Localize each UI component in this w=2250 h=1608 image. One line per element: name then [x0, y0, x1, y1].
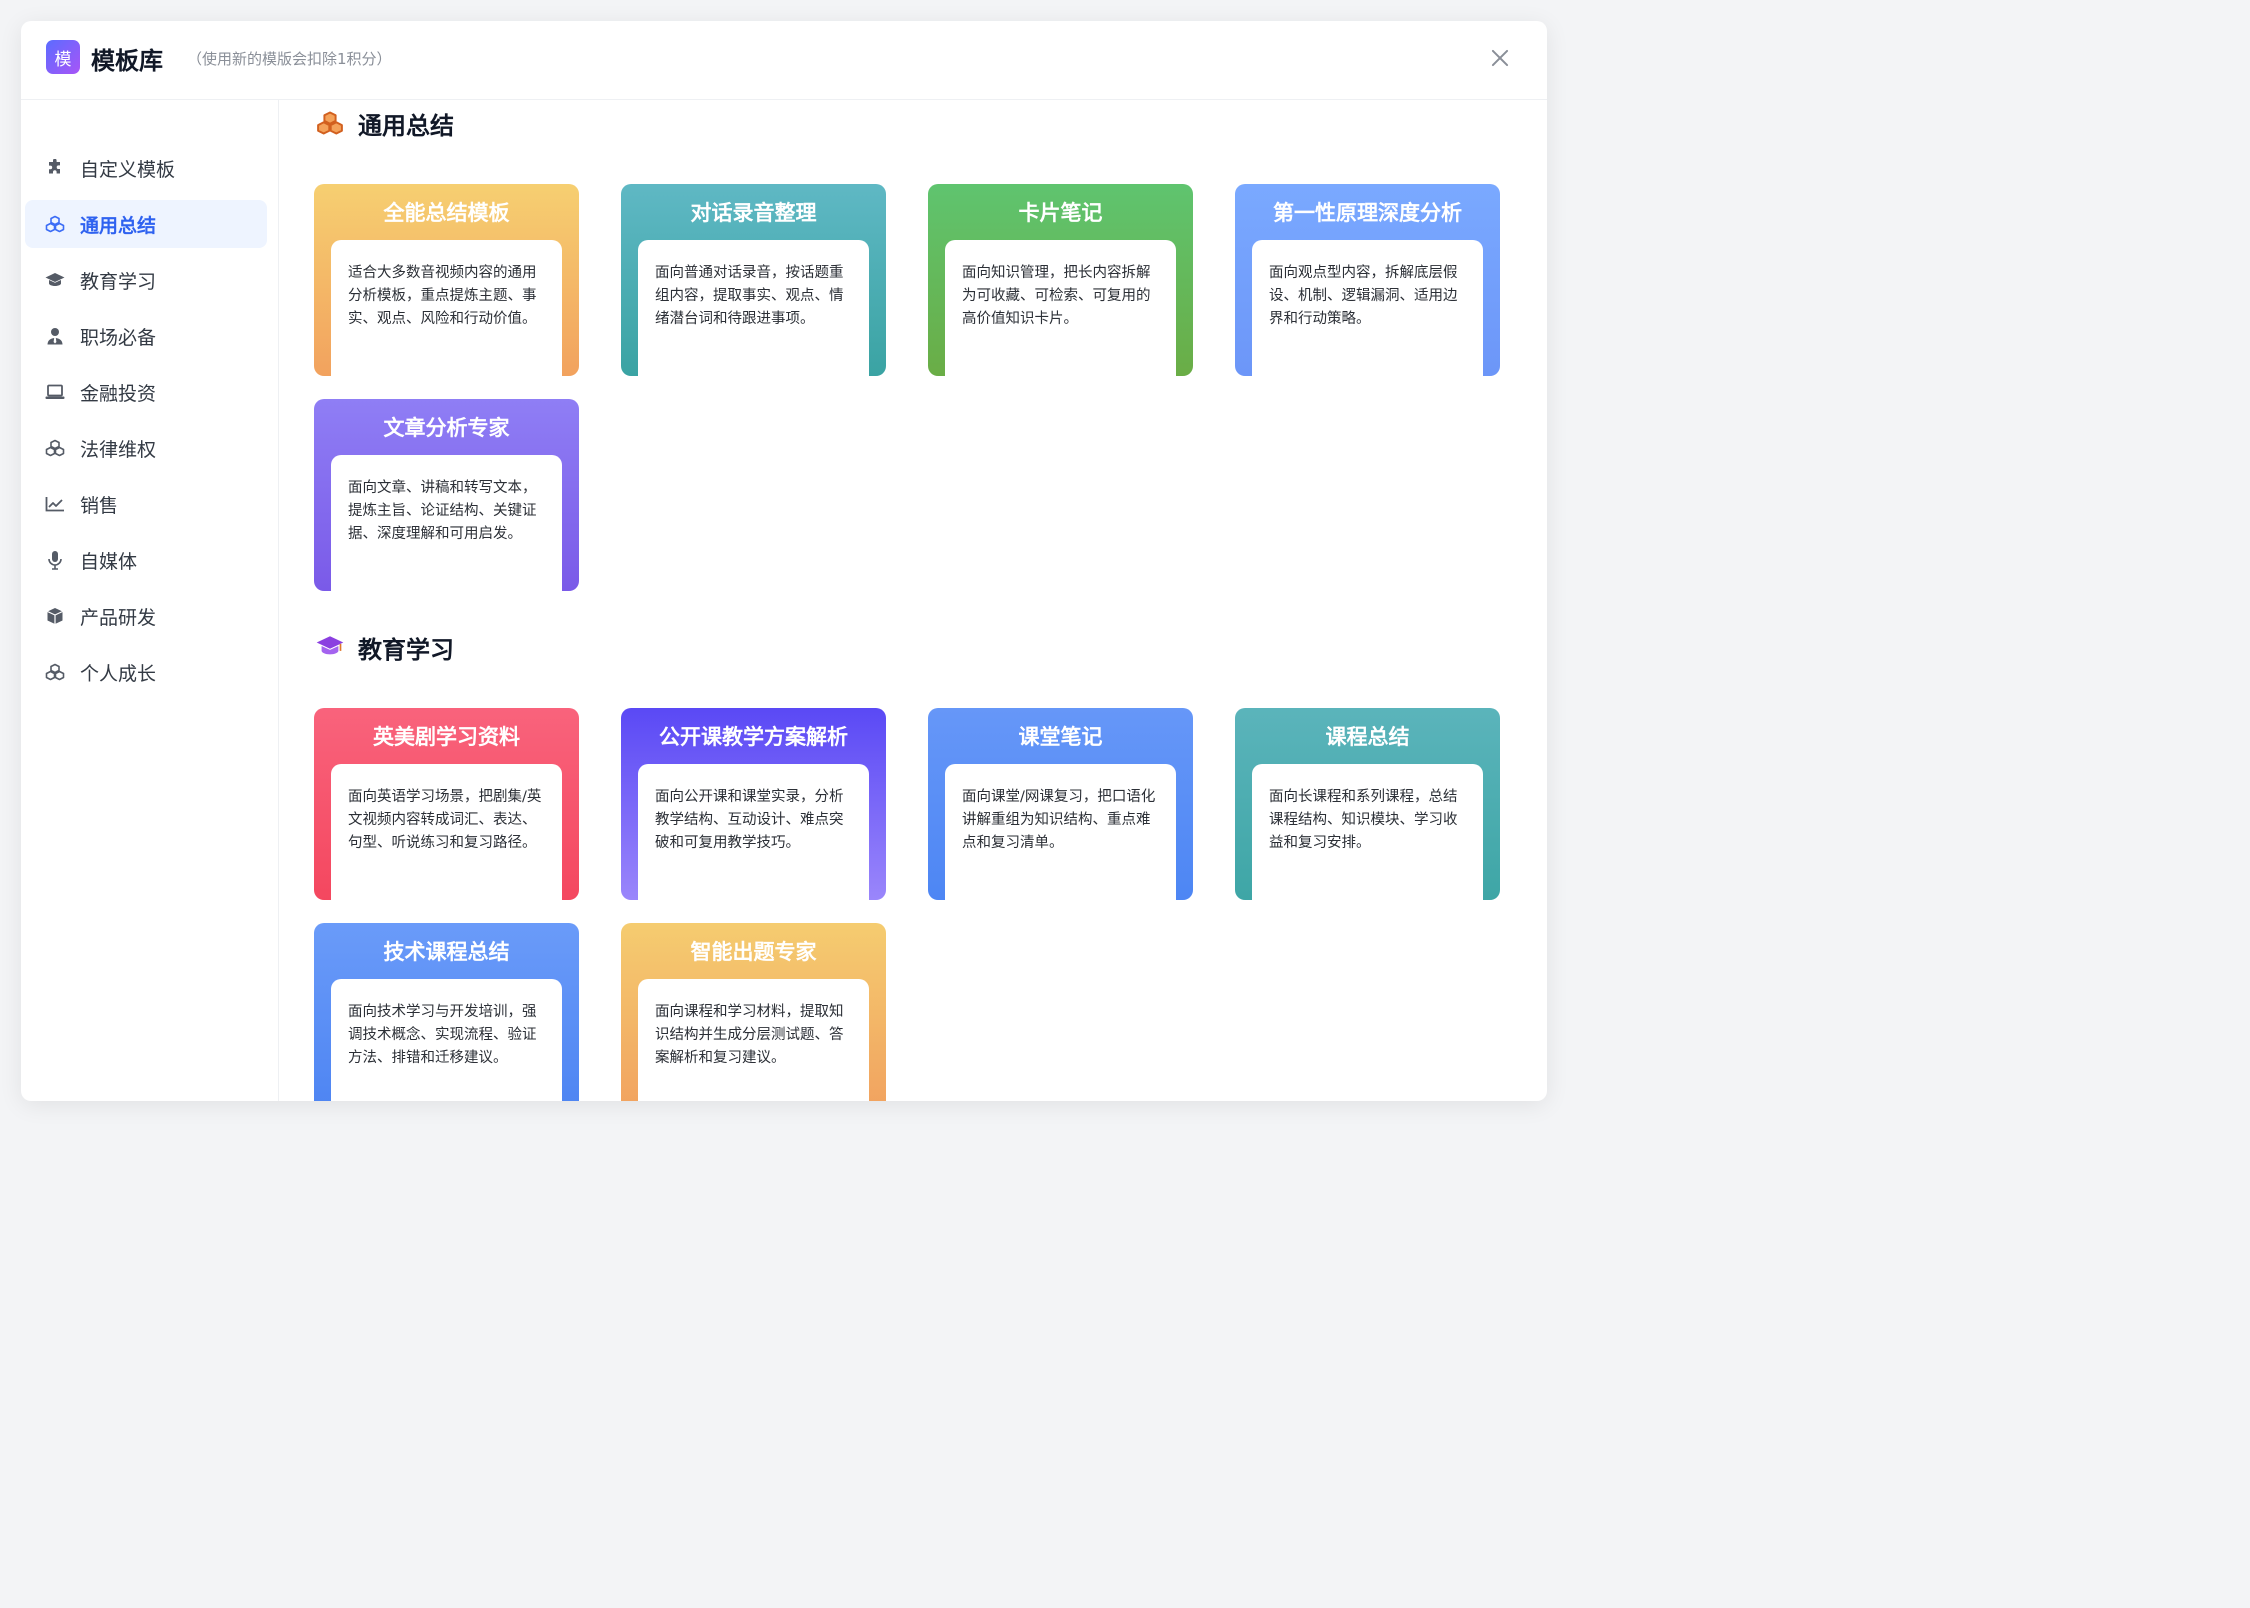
template-card[interactable]: 文章分析专家 面向文章、讲稿和转写文本，提炼主旨、论证结构、关键证据、深度理解和…: [314, 399, 579, 591]
card-description: 面向技术学习与开发培训，强调技术概念、实现流程、验证方法、排错和迁移建议。: [331, 979, 562, 1101]
card-description: 适合大多数音视频内容的通用分析模板，重点提炼主题、事实、观点、风险和行动价值。: [331, 240, 562, 376]
sidebar-item-label: 销售: [80, 494, 119, 517]
section-title-general: 通用总结: [316, 106, 454, 141]
logo-icon: 模: [46, 40, 80, 74]
section-title-education: 教育学习: [316, 630, 454, 665]
template-card[interactable]: 智能出题专家 面向课程和学习材料，提取知识结构并生成分层测试题、答案解析和复习建…: [621, 923, 886, 1101]
sidebar-item-product[interactable]: 产品研发: [25, 592, 267, 640]
card-description: 面向长课程和系列课程，总结课程结构、知识模块、学习收益和复习安排。: [1252, 764, 1483, 900]
sidebar-item-label: 法律维权: [80, 438, 157, 461]
sidebar-item-label: 金融投资: [80, 382, 157, 405]
sidebar-item-sales[interactable]: 销售: [25, 480, 267, 528]
graduation-cap-icon: [45, 270, 65, 290]
sidebar-item-finance[interactable]: 金融投资: [25, 368, 267, 416]
sidebar-item-label: 产品研发: [80, 606, 157, 629]
modal-header: 模 模板库 （使用新的模版会扣除1积分）: [21, 21, 1547, 100]
sidebar-item-custom[interactable]: 自定义模板: [25, 144, 267, 192]
template-card[interactable]: 全能总结模板 适合大多数音视频内容的通用分析模板，重点提炼主题、事实、观点、风险…: [314, 184, 579, 376]
template-card[interactable]: 第一性原理深度分析 面向观点型内容，拆解底层假设、机制、逻辑漏洞、适用边界和行动…: [1235, 184, 1500, 376]
card-description: 面向课程和学习材料，提取知识结构并生成分层测试题、答案解析和复习建议。: [638, 979, 869, 1101]
sidebar-item-label: 教育学习: [80, 270, 157, 293]
cubes-icon: [316, 110, 344, 138]
card-description: 面向公开课和课堂实录，分析教学结构、互动设计、难点突破和可复用教学技巧。: [638, 764, 869, 900]
cubes-icon: [45, 214, 65, 234]
card-title: 文章分析专家: [383, 416, 510, 440]
card-title: 英美剧学习资料: [373, 725, 520, 749]
template-library-modal: 模 模板库 （使用新的模版会扣除1积分） 自定义模板 通用总结 教育学习: [21, 21, 1547, 1101]
graduation-cap-icon: [316, 634, 344, 662]
laptop-icon: [45, 382, 65, 402]
template-card[interactable]: 课程总结 面向长课程和系列课程，总结课程结构、知识模块、学习收益和复习安排。: [1235, 708, 1500, 900]
sidebar-item-label: 个人成长: [80, 662, 157, 685]
sidebar-item-label: 自定义模板: [80, 158, 176, 181]
sidebar-item-label: 通用总结: [80, 214, 157, 237]
puzzle-icon: [45, 158, 65, 178]
microphone-icon: [45, 550, 65, 570]
modal-title: 模板库: [91, 47, 163, 75]
close-icon[interactable]: [1485, 43, 1515, 73]
sidebar-item-label: 职场必备: [80, 326, 157, 349]
cubes-icon: [45, 662, 65, 682]
template-content: 通用总结 全能总结模板 适合大多数音视频内容的通用分析模板，重点提炼主题、事实、…: [280, 100, 1547, 1101]
card-title: 技术课程总结: [383, 940, 510, 964]
card-title: 卡片笔记: [1018, 201, 1103, 225]
template-card[interactable]: 英美剧学习资料 面向英语学习场景，把剧集/英文视频内容转成词汇、表达、句型、听说…: [314, 708, 579, 900]
sidebar-item-label: 自媒体: [80, 550, 138, 573]
card-description: 面向文章、讲稿和转写文本，提炼主旨、论证结构、关键证据、深度理解和可用启发。: [331, 455, 562, 591]
cube-icon: [45, 606, 65, 626]
chart-line-icon: [45, 494, 65, 514]
card-title: 公开课教学方案解析: [659, 725, 848, 749]
sidebar-item-workplace[interactable]: 职场必备: [25, 312, 267, 360]
template-card[interactable]: 课堂笔记 面向课堂/网课复习，把口语化讲解重组为知识结构、重点难点和复习清单。: [928, 708, 1193, 900]
template-card[interactable]: 卡片笔记 面向知识管理，把长内容拆解为可收藏、可检索、可复用的高价值知识卡片。: [928, 184, 1193, 376]
cubes-icon: [45, 438, 65, 458]
card-description: 面向普通对话录音，按话题重组内容，提取事实、观点、情绪潜台词和待跟进事项。: [638, 240, 869, 376]
section-title-text: 通用总结: [358, 112, 454, 140]
card-title: 全能总结模板: [383, 201, 510, 225]
card-title: 第一性原理深度分析: [1273, 201, 1462, 225]
sidebar-item-education[interactable]: 教育学习: [25, 256, 267, 304]
sidebar-item-legal[interactable]: 法律维权: [25, 424, 267, 472]
section-title-text: 教育学习: [358, 636, 454, 664]
template-card[interactable]: 对话录音整理 面向普通对话录音，按话题重组内容，提取事实、观点、情绪潜台词和待跟…: [621, 184, 886, 376]
card-description: 面向英语学习场景，把剧集/英文视频内容转成词汇、表达、句型、听说练习和复习路径。: [331, 764, 562, 900]
user-tie-icon: [45, 326, 65, 346]
template-card[interactable]: 技术课程总结 面向技术学习与开发培训，强调技术概念、实现流程、验证方法、排错和迁…: [314, 923, 579, 1101]
card-description: 面向课堂/网课复习，把口语化讲解重组为知识结构、重点难点和复习清单。: [945, 764, 1176, 900]
category-sidebar: 自定义模板 通用总结 教育学习 职场必备 金融投资: [21, 100, 279, 1101]
sidebar-item-general[interactable]: 通用总结: [25, 200, 267, 248]
card-description: 面向知识管理，把长内容拆解为可收藏、可检索、可复用的高价值知识卡片。: [945, 240, 1176, 376]
card-title: 智能出题专家: [690, 940, 817, 964]
card-title: 对话录音整理: [690, 201, 817, 225]
card-title: 课程总结: [1325, 725, 1410, 749]
modal-subtitle: （使用新的模版会扣除1积分）: [187, 50, 392, 68]
sidebar-item-media[interactable]: 自媒体: [25, 536, 267, 584]
card-description: 面向观点型内容，拆解底层假设、机制、逻辑漏洞、适用边界和行动策略。: [1252, 240, 1483, 376]
card-title: 课堂笔记: [1018, 725, 1103, 749]
sidebar-item-growth[interactable]: 个人成长: [25, 648, 267, 696]
template-card[interactable]: 公开课教学方案解析 面向公开课和课堂实录，分析教学结构、互动设计、难点突破和可复…: [621, 708, 886, 900]
